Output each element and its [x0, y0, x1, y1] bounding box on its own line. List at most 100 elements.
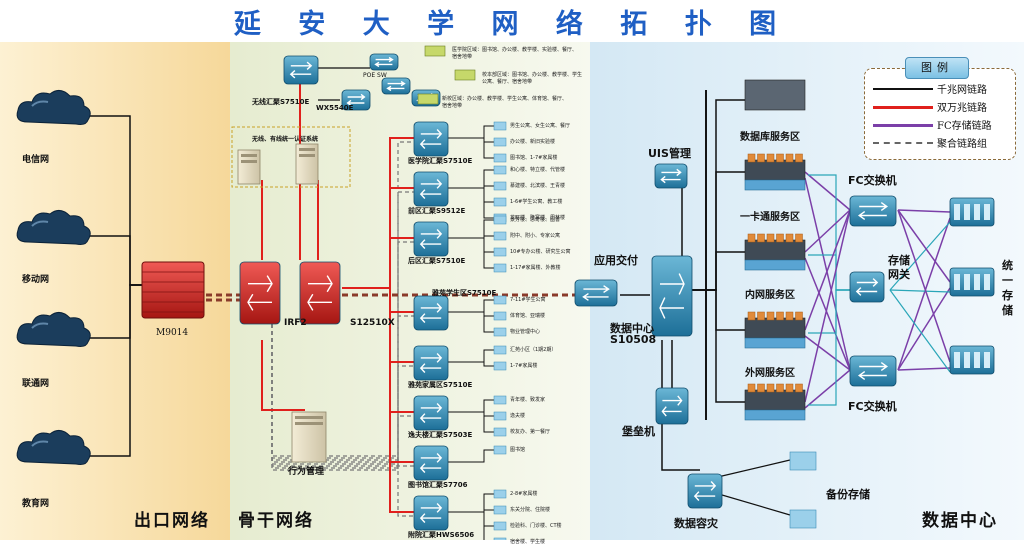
isp-cloud-1 [16, 210, 91, 245]
legend-title: 图例 [905, 57, 969, 79]
app-delivery-icon-body [574, 279, 618, 307]
dr-switch-icon [687, 473, 723, 509]
behavior-server-slot1 [295, 416, 323, 419]
dr-core-link [661, 340, 700, 471]
agg-label-3: 雅苑学生区S7510E [432, 289, 497, 297]
core-switch-label: S12510X [350, 318, 395, 328]
intranet-server-rack-blade-0 [747, 233, 756, 243]
agg-0-leaf-icon-1 [493, 137, 507, 147]
fc-bottom-storage-1 [897, 287, 951, 371]
storage-array-1 [949, 197, 995, 227]
uis-icon-body [654, 163, 688, 189]
agg-7-leaf-label-1: 东关分院、住院楼 [510, 507, 551, 513]
agg-1-leaf-label-0: 和心楼、特立楼、代管楼 [510, 167, 566, 173]
core-switch-right-arrows [307, 275, 333, 311]
firewall-icon [141, 261, 205, 319]
legend-label-aggregate: 聚合链路组 [937, 139, 987, 150]
intranet-server-rack [744, 233, 806, 271]
db-server-icon [744, 79, 806, 111]
storage-array-1-disk-3 [984, 204, 990, 220]
fc-top-storage-2 [897, 209, 951, 363]
storage-gateway-label: 存储网关 [888, 254, 910, 281]
agg-2-leaf-label-0: 景芳楼、思奇楼、图書 [510, 217, 561, 223]
dc-core-switch-body [651, 255, 693, 337]
card-server-rack-blade-4 [785, 153, 794, 163]
bastion-icon-arrows [661, 395, 683, 417]
extranet-server-rack-2-blade-1 [757, 383, 765, 393]
isp-cloud-3-highlight [31, 440, 49, 447]
agg-switch-1-arrows [419, 179, 443, 199]
storage-array-3 [949, 345, 995, 375]
legend-swatch-aggregate [873, 142, 933, 144]
extranet-server-rack-2-blade-3 [776, 383, 784, 393]
intranet-server-rack-panel [744, 259, 806, 271]
uis-label: UIS管理 [648, 147, 691, 160]
firewall-label: M9014 [156, 328, 189, 338]
wireless-agg-icon-arrows [289, 61, 313, 79]
agg-label-7: 附院汇聚HWS6506 [408, 531, 475, 539]
behavior-label: 行为管理 [288, 467, 325, 477]
core-switch-right [299, 261, 341, 325]
intranet-server-rack-blade-5 [795, 233, 803, 243]
irf-switch-left [239, 261, 281, 325]
agg-3-leaf-icon-0 [493, 295, 507, 305]
storage-array-3-body [949, 345, 995, 375]
extranet-server-rack-blade-0 [747, 311, 756, 321]
agg-5-leaf-icon-2 [493, 427, 507, 437]
agg-1-leaf-link-3 [448, 187, 494, 219]
agg-1-leaf-icon-0 [493, 165, 507, 175]
auth-server-2 [295, 143, 319, 185]
agg-4-leaf-link-1 [448, 361, 494, 367]
behavior-server-slot2 [295, 422, 323, 425]
card-server-rack-blade-5 [795, 153, 803, 163]
dr-switch-icon-arrows [693, 481, 717, 501]
legend-item-gigabit: 千兆网链路 [873, 81, 1013, 97]
agg-switch-1-body [413, 171, 449, 207]
agg-3-leaf-label-1: 体育馆、亚瑞楼 [510, 313, 546, 319]
fc-switch-bottom-label: FC交换机 [848, 400, 897, 413]
core-switch-right-body [299, 261, 341, 325]
isp-link-3 [88, 284, 142, 457]
dc-core-model-label: S10508 [610, 333, 657, 346]
wireless-area-1: 医学院区域：图书馆、办公楼、教学楼、实验楼、餐厅、宿舍地带 [452, 47, 578, 60]
agg-4-leaf-label-1: 1-7#家属楼 [510, 363, 538, 369]
legend-item-tengig: 双万兆链路 [873, 99, 1013, 115]
auth-system-label: 无线、有线统一认证系统 [252, 136, 319, 143]
agg-switch-2 [413, 221, 449, 257]
fc-switch-top [849, 195, 897, 227]
server-zone-db: 数据库服务区 [740, 132, 800, 143]
card-server-rack [744, 153, 806, 191]
agg-switch-7-arrows [419, 503, 443, 523]
agg-5-leaf-label-1: 逸夫楼 [510, 413, 526, 419]
agg-switch-6-arrows [419, 453, 443, 473]
ac-label: WX5540E [316, 104, 354, 112]
agg-5-leaf-label-2: 校友办、第一餐厅 [510, 429, 551, 435]
wireless-agg-label: 无线汇聚S7510E [252, 98, 310, 106]
isp-cloud-3-shape [16, 430, 91, 465]
agg-switch-7 [413, 495, 449, 531]
bastion-icon [655, 387, 689, 425]
agg-switch-4-body [413, 345, 449, 381]
auth-system-box [231, 126, 351, 188]
agg-0-leaf-icon-0 [493, 121, 507, 131]
irf-switch-left-arrows [247, 275, 273, 311]
agg-2-leaf-label-3: 1-17#家属楼、外教楼 [510, 265, 561, 271]
agg-6-leaf-link-0 [448, 449, 494, 463]
agg-switch-5 [413, 395, 449, 431]
ac-controller-icon-arrows [346, 93, 366, 107]
agg-7-leaf-icon-3 [493, 537, 507, 540]
extranet-server-rack-2-blade-5 [795, 383, 803, 393]
extranet-server-rack [744, 311, 806, 349]
agg-2-leaf-icon-3 [493, 263, 507, 273]
nodes-layer [16, 45, 995, 540]
fc-switch-bottom-body [849, 355, 897, 387]
uis-icon-arrows [660, 168, 682, 184]
fc-top-link-1 [804, 209, 851, 253]
auth-server-1-slot1 [241, 154, 257, 157]
server-zone-extranet: 外网服务区 [745, 368, 795, 379]
extranet-server-rack-blade-5 [795, 311, 803, 321]
isp-label-telecom: 电信网 [22, 155, 50, 165]
ap-icon-0 [424, 45, 446, 57]
agg-switch-7-body [413, 495, 449, 531]
